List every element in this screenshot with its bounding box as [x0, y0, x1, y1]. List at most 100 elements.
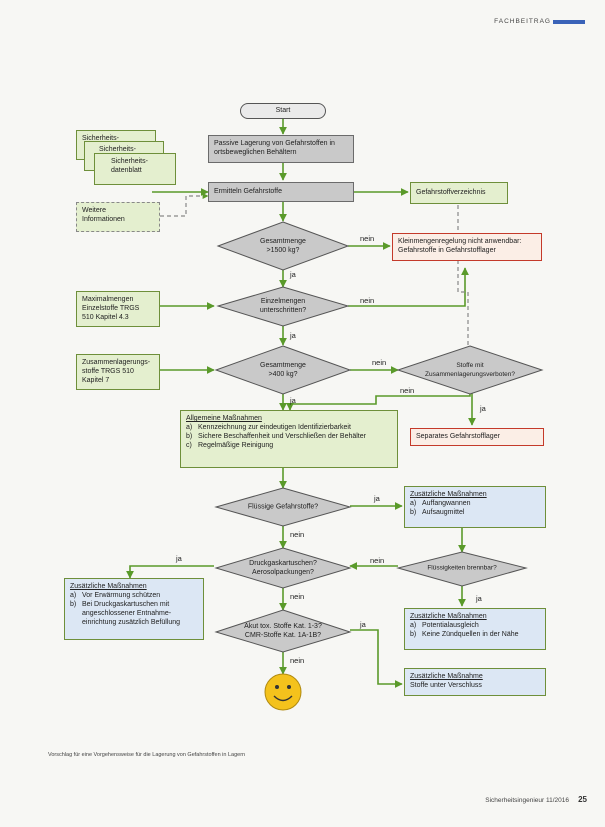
item-text: Potentialausgleich: [422, 622, 479, 629]
measures-z3-item: b) Keine Zündquellen in der Nähe: [410, 630, 540, 639]
item-key: a): [186, 424, 193, 431]
doc-weitere-line2: Informationen: [82, 216, 125, 223]
d8-line1: Akut tox. Stoffe Kat. 1-3?: [244, 623, 322, 630]
edge-label-d2-nein: nein: [360, 296, 375, 305]
measures-z1-title: Zusätzliche Maßnahmen: [410, 491, 487, 498]
d2-line1: Einzelmengen: [260, 298, 306, 305]
measures-allgemein-item: b)Sichere Beschaffenheit und Verschließe…: [186, 432, 392, 441]
decision-d6: [214, 547, 352, 589]
edge-label-d4-ja: ja: [480, 404, 486, 413]
doc-maximalmengen: Maximalmengen Einzelstoffe TRGS 510 Kapi…: [76, 291, 160, 327]
measures-z1-item: b) Aufsaugmittel: [410, 508, 540, 517]
edge-label-d1-ja: ja: [290, 270, 296, 279]
edge-label-d2-ja: ja: [290, 331, 296, 340]
edge-label-d7-nein: nein: [370, 556, 385, 565]
node-verzeichnis: Gefahrstoffverzeichnis: [410, 182, 508, 204]
decision-d2: [216, 286, 350, 327]
doc-zus-line2: stoffe TRGS 510: [82, 368, 134, 375]
decision-d7: [396, 551, 528, 587]
item-key: a): [70, 592, 77, 599]
decision-d1: [216, 221, 350, 271]
edge-label-d4-nein: nein: [400, 386, 415, 395]
measures-z3: Zusätzliche Maßnahmen a)Potentialausglei…: [404, 608, 546, 650]
d3-line2: >400 kg?: [268, 371, 298, 378]
doc-sdb-3-line1: Sicherheits-: [111, 158, 148, 165]
item-key: b): [410, 631, 417, 638]
measures-z1-item: a) Auffangwannen: [410, 499, 540, 508]
decision-d8-label: Akut tox. Stoffe Kat. 1-3? CMR-Stoffe Ka…: [244, 622, 322, 640]
smiley-icon: [264, 673, 302, 711]
edge-d2-kleinmengen: [348, 267, 469, 307]
d4-line1: Stoffe mit: [456, 362, 484, 369]
edge-label-d7-ja: ja: [476, 594, 482, 603]
doc-max-line2: Einzelstoffe TRGS: [82, 305, 140, 312]
doc-zus-line1: Zusammenlagerungs-: [82, 359, 151, 366]
node-passive: Passive Lagerung von Gefahrstoffen in or…: [208, 135, 354, 163]
item-key: a): [410, 622, 417, 629]
measures-z2-item: a)Vor Erwärmung schützen: [70, 591, 198, 600]
decision-d1-label: Gesamtmenge >1500 kg?: [260, 237, 306, 255]
measures-allgemein-item: c)Regelmäßige Reinigung: [186, 441, 392, 450]
doc-sdb-1-text: Sicherheits-: [82, 135, 119, 142]
doc-weitere: Weitere Informationen: [76, 202, 160, 232]
decision-d7-label: Flüssigkeiten brennbar?: [427, 564, 496, 573]
item-key: a): [410, 500, 417, 507]
d1-line2: >1500 kg?: [266, 247, 300, 254]
item-key: b): [186, 433, 193, 440]
measures-z4-title: Zusätzliche Maßnahme: [410, 673, 483, 680]
item-key: b): [410, 509, 417, 516]
node-kleinmengen: Kleinmengenregelung nicht anwendbar: Gef…: [392, 233, 542, 261]
item-text: Keine Zündquellen in der Nähe: [422, 631, 519, 638]
edge-d6-z2: [126, 565, 214, 579]
measures-z1: Zusätzliche Maßnahmen a) Auffangwannen b)…: [404, 486, 546, 528]
header-label: FACHBEITRAG: [494, 18, 551, 25]
measures-z4-text: Stoffe unter Verschluss: [410, 682, 482, 689]
item-text: Bei Druckgaskartuschen mit angeschlossen…: [82, 601, 181, 626]
page-number: 25: [578, 795, 587, 804]
decision-d5-label: Flüssige Gefahrstoffe?: [248, 503, 318, 512]
doc-weitere-line1: Weitere: [82, 207, 106, 214]
measures-allgemein: Allgemeine Maßnahmen a)Kennzeichnung zur…: [180, 410, 398, 468]
edge-d8-z4: [350, 629, 403, 688]
item-text: Kennzeichnung zur eindeutigen Identifizi…: [198, 424, 351, 431]
d6-line2: Aerosolpackungen?: [252, 569, 314, 576]
doc-sdb-3: Sicherheits- datenblatt: [94, 153, 176, 185]
decision-d5: [214, 487, 352, 527]
item-text: Aufsaugmittel: [422, 509, 465, 516]
edge-label-d8-ja: ja: [360, 620, 366, 629]
decision-d3-label: Gesamtmenge >400 kg?: [260, 361, 306, 379]
d2-line2: unterschritten?: [259, 307, 307, 314]
doc-zus-line3: Kapitel 7: [82, 377, 110, 384]
doc-zusammenlagerung: Zusammenlagerungs- stoffe TRGS 510 Kapit…: [76, 354, 160, 390]
d4-line2: Zusammenlagerungsverboten?: [425, 371, 515, 378]
doc-max-line1: Maximalmengen: [82, 296, 134, 303]
decision-d2-label: Einzelmengen unterschritten?: [260, 297, 306, 315]
journal-footer: Sicherheitsingenieur 11/2016: [485, 797, 569, 804]
edge-label-d8-nein: nein: [290, 656, 305, 665]
d6-line1: Druckgaskartuschen?: [249, 560, 317, 567]
edge-label-d5-nein: nein: [290, 530, 305, 539]
measures-z3-item: a) Potentialausgleich: [410, 621, 540, 630]
doc-sdb-3-line2: datenblatt: [111, 167, 142, 174]
item-text: Auffangwannen: [422, 500, 471, 507]
edge-d4-allgemein: [286, 392, 471, 411]
measures-z4: Zusätzliche Maßnahme Stoffe unter Versch…: [404, 668, 546, 696]
measures-z2-item: b)Bei Druckgaskartuschen mit angeschloss…: [70, 600, 198, 627]
edge-label-d1-nein: nein: [360, 234, 375, 243]
decision-d6-label: Druckgaskartuschen? Aerosolpackungen?: [249, 559, 317, 577]
item-key: c): [186, 442, 192, 449]
measures-z2: Zusätzliche Maßnahmen a)Vor Erwärmung sc…: [64, 578, 204, 640]
doc-max-line3: 510 Kapitel 4.3: [82, 314, 129, 321]
d3-line1: Gesamtmenge: [260, 362, 306, 369]
measures-allgemein-item: a) Kennzeichnung zur eindeutigen Identifi…: [186, 423, 392, 432]
d5-line1: Flüssige Gefahrstoffe?: [247, 503, 319, 511]
d1-line1: Gesamtmenge: [260, 238, 306, 245]
edge-label-d6-ja: ja: [176, 554, 182, 563]
header-bar: [553, 20, 585, 24]
edge-kleinmengen-d4: [457, 260, 469, 345]
edge-weitere-ermitteln: [160, 193, 209, 217]
decision-d4: [396, 345, 544, 395]
doc-sdb-2-text: Sicherheits-: [99, 146, 136, 153]
node-separates: Separates Gefahrstofflager: [410, 428, 544, 446]
